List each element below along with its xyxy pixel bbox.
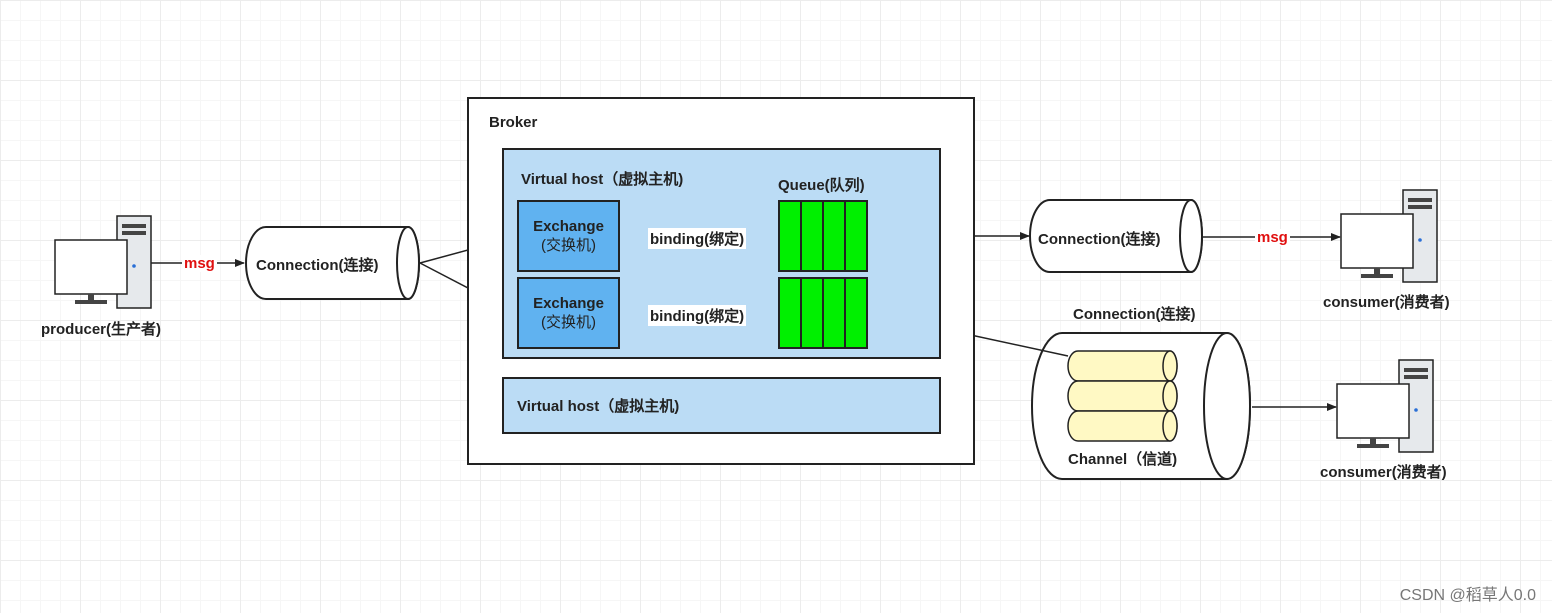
queue-1-slot <box>822 202 844 270</box>
consumer-top-computer-icon <box>1340 189 1438 283</box>
queue-label: Queue(队列) <box>778 177 865 194</box>
channel-connection-label: Connection(连接) <box>1073 306 1196 323</box>
connection-left-label: Connection(连接) <box>256 257 379 274</box>
exchange-2-sub: (交换机) <box>541 314 596 331</box>
consumer-bottom-computer-icon <box>1336 359 1434 453</box>
queue-2-slot <box>800 279 822 347</box>
queue-1-slot <box>780 202 800 270</box>
queue-2-slot <box>780 279 800 347</box>
watermark: CSDN @稻草人0.0 <box>1399 587 1536 604</box>
binding-label-1: binding(绑定) <box>648 228 747 249</box>
queue-1-slot <box>800 202 822 270</box>
consumer-msg-label: msg <box>1255 229 1290 246</box>
exchange-1-sub: (交换机) <box>541 237 596 254</box>
queue-1 <box>778 200 868 272</box>
consumer-top-label: consumer(消费者) <box>1323 294 1450 311</box>
virtual-host-2 <box>502 377 941 434</box>
virtual-host-2-label: Virtual host（虚拟主机) <box>517 398 680 415</box>
exchange-2-name: Exchange <box>533 295 604 312</box>
virtual-host-1-label: Virtual host（虚拟主机) <box>521 171 684 188</box>
exchange-1: Exchange (交换机) <box>517 200 620 272</box>
connection-left-cylinder <box>245 226 420 300</box>
channel-label: Channel（信道) <box>1068 451 1178 468</box>
producer-computer-icon <box>54 215 152 309</box>
producer-msg-label: msg <box>182 255 217 272</box>
queue-1-slot <box>844 202 866 270</box>
broker-label: Broker <box>489 114 538 131</box>
binding-label-2: binding(绑定) <box>648 305 747 326</box>
channel-tubes <box>1067 350 1178 442</box>
queue-2-slot <box>822 279 844 347</box>
exchange-2: Exchange (交换机) <box>517 277 620 349</box>
connection-right-cylinder <box>1029 199 1203 273</box>
consumer-bottom-label: consumer(消费者) <box>1320 464 1447 481</box>
queue-2 <box>778 277 868 349</box>
exchange-1-name: Exchange <box>533 218 604 235</box>
producer-label: producer(生产者) <box>41 321 162 338</box>
connection-right-label: Connection(连接) <box>1038 231 1161 248</box>
queue-2-slot <box>844 279 866 347</box>
